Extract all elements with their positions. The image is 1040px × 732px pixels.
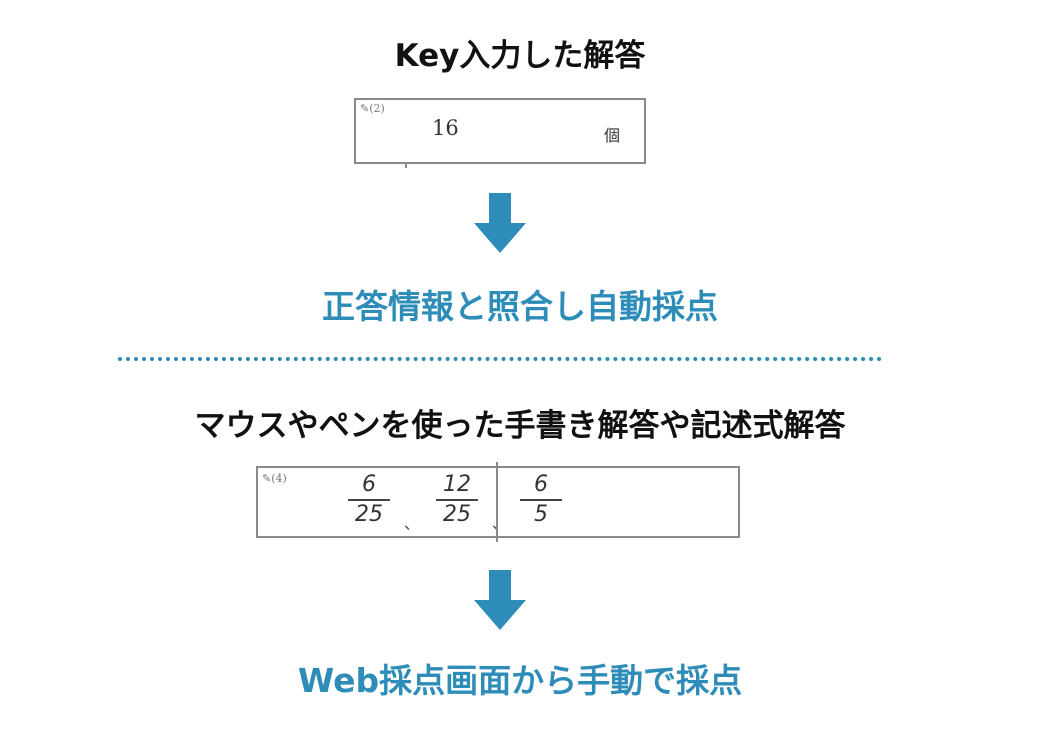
pencil-icon: ✎ — [360, 102, 370, 115]
typed-answer-value: 16 — [432, 116, 459, 140]
box-tick — [405, 164, 407, 168]
typed-answer-box: ✎(2) 16 個 — [354, 98, 646, 164]
separator: 、 — [404, 514, 421, 533]
auto-grading-label: 正答情報と照合し自動採点 — [322, 287, 718, 326]
fraction-denominator: 25 — [443, 502, 471, 527]
dotted-divider — [118, 357, 882, 361]
handwritten-answer-box: ✎(4) 6 25 、 12 25 、 6 5 — [256, 466, 740, 538]
fraction-2: 12 25 — [436, 474, 478, 526]
question-label: ✎(4) — [262, 472, 287, 485]
fraction-numerator: 6 — [362, 472, 376, 497]
down-arrow-icon — [474, 193, 526, 253]
fraction-1: 6 25 — [348, 474, 390, 526]
pencil-icon: ✎ — [262, 472, 272, 485]
handwritten-answer-heading: マウスやペンを使った手書き解答や記述式解答 — [194, 408, 846, 444]
separator: 、 — [492, 514, 509, 533]
fraction-numerator: 12 — [443, 472, 471, 497]
manual-grading-label: Web採点画面から手動で採点 — [297, 661, 743, 700]
answer-unit: 個 — [604, 126, 621, 145]
fraction-denominator: 25 — [355, 502, 383, 527]
typed-answer-heading: Key入力した解答 — [394, 38, 646, 74]
down-arrow-icon — [474, 570, 526, 630]
fraction-3: 6 5 — [520, 474, 562, 526]
fraction-bar — [348, 499, 390, 501]
fraction-bar — [436, 499, 478, 501]
fraction-bar — [520, 499, 562, 501]
question-label: ✎(2) — [360, 102, 385, 115]
fraction-numerator: 6 — [534, 472, 548, 497]
fraction-denominator: 5 — [534, 502, 548, 527]
box-column-divider — [496, 462, 498, 542]
